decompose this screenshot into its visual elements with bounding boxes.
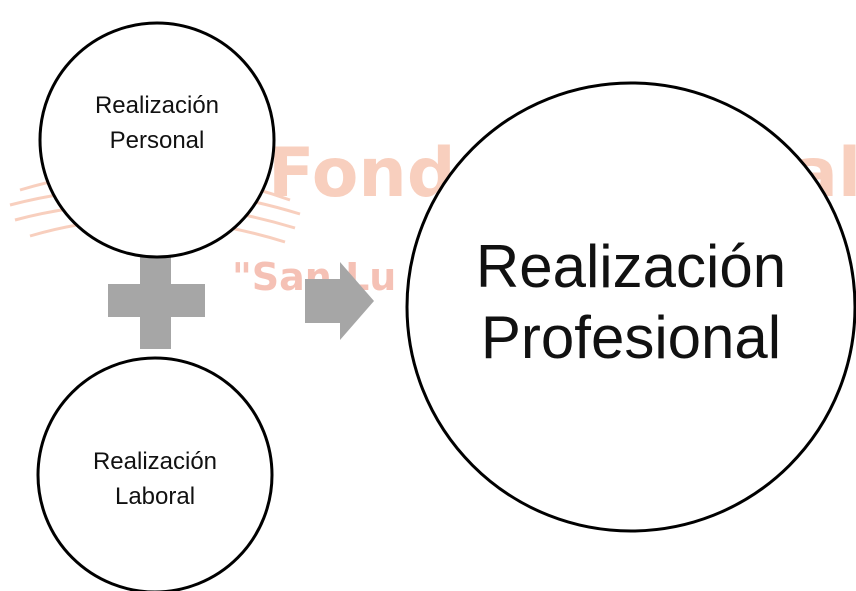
node-profesional: Realización Profesional — [405, 81, 856, 533]
node-laboral: Realización Laboral — [36, 356, 274, 591]
node-personal-label-line1: Realización — [95, 92, 219, 119]
node-personal: Realización Personal — [38, 21, 276, 259]
node-laboral-circle — [36, 356, 274, 591]
node-profesional-label-line1: Realización — [476, 233, 786, 300]
node-profesional-label-line2: Profesional — [481, 304, 781, 371]
node-personal-circle — [38, 21, 276, 259]
node-laboral-label-line2: Laboral — [115, 483, 195, 510]
node-personal-label-line2: Personal — [110, 127, 205, 154]
watermark-title: Fond — [268, 134, 456, 213]
arrow-right-icon — [305, 262, 374, 340]
plus-icon — [108, 252, 205, 349]
node-laboral-label-line1: Realización — [93, 448, 217, 475]
watermark: Fond al "San Lu — [9, 134, 856, 299]
node-profesional-circle — [405, 81, 856, 533]
